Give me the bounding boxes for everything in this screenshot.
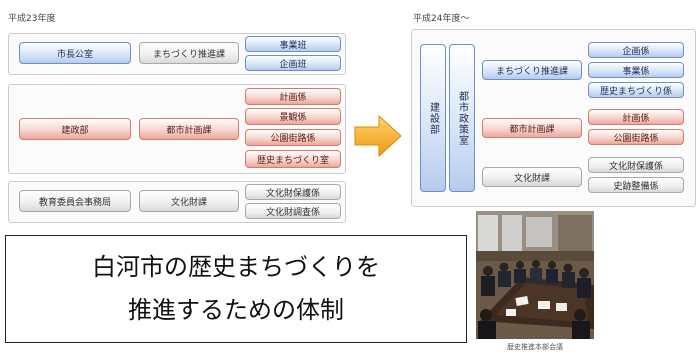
left-period-label: 平成23年度	[8, 14, 56, 24]
right-row3-unit-1: 文化財保護係	[588, 157, 684, 173]
construction-dept-box: 建政部	[19, 118, 131, 140]
right-cultural-properties-section-box: 文化財課	[482, 167, 582, 187]
left-row3-group: 教育委員会事務局 文化財課 文化財保護係 文化財調査係	[8, 181, 346, 223]
left-row2-unit-3: 公園街路係	[245, 129, 341, 146]
right-row1-unit-2: 事業係	[588, 62, 684, 78]
left-row1-unit-1: 事業班	[245, 36, 341, 52]
right-org-group: 建設部 都市政策室 まちづくり推進課 企画係 事業係 歴史まちづくり係 都市計画…	[411, 29, 696, 207]
education-board-box: 教育委員会事務局	[19, 190, 131, 212]
left-row2-unit-2: 景観係	[245, 108, 341, 125]
right-period-label: 平成24年度～	[413, 14, 470, 24]
construction-dept-vertical-box: 建設部	[420, 44, 446, 192]
urban-policy-office-vertical-box: 都市政策室	[449, 44, 475, 192]
left-row2-unit-4: 歴史まちづくり室	[245, 150, 341, 168]
left-row3-unit-2: 文化財調査係	[245, 203, 341, 219]
right-machizukuri-section-box: まちづくり推進課	[482, 60, 582, 80]
cultural-properties-section-box: 文化財課	[139, 190, 239, 212]
urban-planning-section-box: 都市計画課	[139, 118, 239, 140]
caption-line-2: 推進するための体制	[128, 296, 344, 324]
right-row2-unit-2: 公園街路係	[588, 129, 684, 145]
left-row2-unit-1: 計画係	[245, 88, 341, 105]
transition-arrow-icon	[354, 114, 402, 158]
right-row1-unit-3: 歴史まちづくり係	[588, 82, 684, 98]
left-row1-unit-2: 企画班	[245, 55, 341, 71]
mayor-office-box: 市長公室	[19, 42, 131, 64]
right-row3-unit-2: 史跡整備係	[588, 177, 684, 193]
machizukuri-section-box: まちづくり推進課	[139, 42, 239, 64]
photo-caption: 歴史推進本部会議	[507, 343, 563, 351]
right-row1-unit-1: 企画係	[588, 42, 684, 58]
caption-box: 白河市の歴史まちづくりを 推進するための体制	[5, 235, 467, 343]
meeting-photo	[476, 211, 594, 339]
caption-line-1: 白河市の歴史まちづくりを	[92, 253, 380, 281]
left-row3-unit-1: 文化財保護係	[245, 184, 341, 200]
left-row2-group: 建政部 都市計画課 計画係 景観係 公園街路係 歴史まちづくり室	[8, 84, 346, 174]
right-row2-unit-1: 計画係	[588, 109, 684, 125]
left-row1-group: 市長公室 まちづくり推進課 事業班 企画班	[8, 33, 346, 75]
right-urban-planning-section-box: 都市計画課	[482, 118, 582, 138]
